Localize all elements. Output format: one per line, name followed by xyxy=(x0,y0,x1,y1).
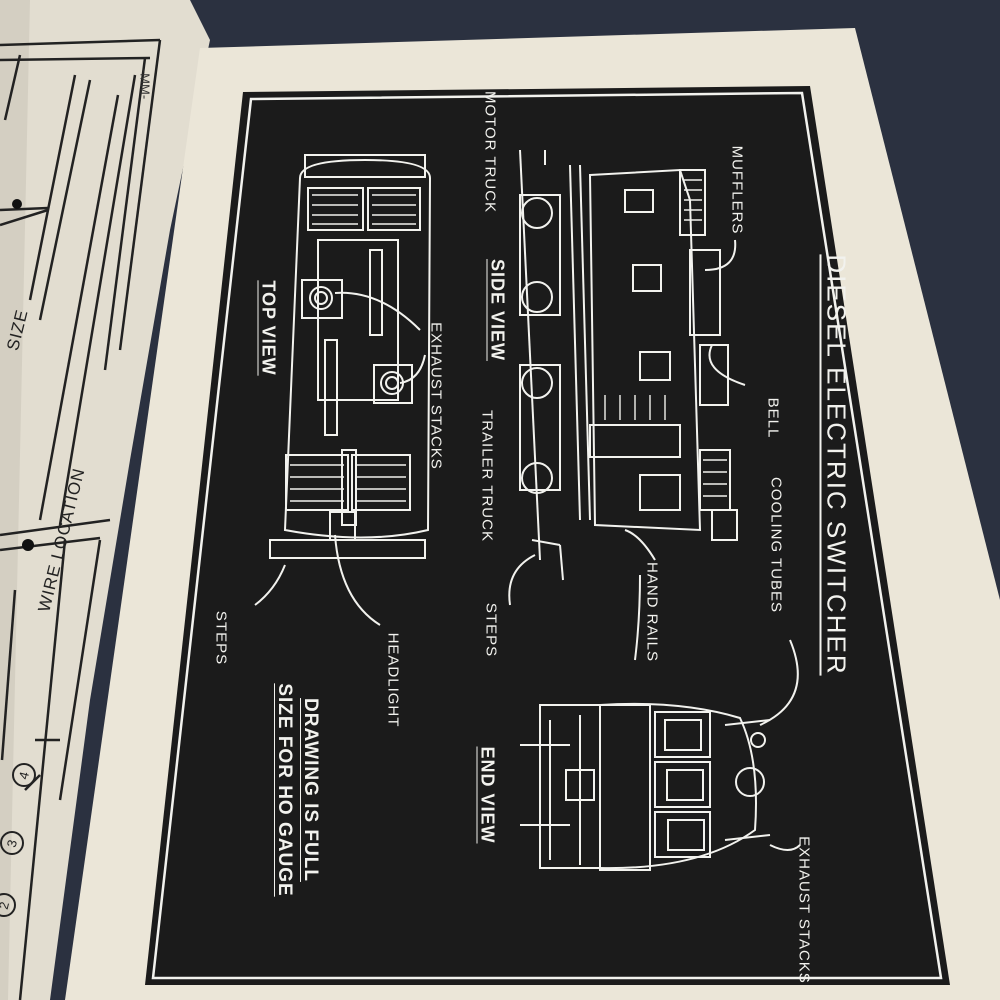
top-view-drawing xyxy=(269,154,432,559)
plate-border xyxy=(151,91,943,980)
exhaust-stacks-end-label: EXHAUST STACKS xyxy=(795,836,813,984)
end-view-drawing xyxy=(520,702,771,871)
side-view-label: SIDE VIEW xyxy=(487,258,508,362)
motor-truck-label: MOTOR TRUCK xyxy=(481,90,499,214)
scale-note-line-1: DRAWING IS FULL xyxy=(300,698,321,882)
blackboard-plate xyxy=(145,86,950,985)
steps-top-label: STEPS xyxy=(212,610,230,666)
end-view-label: END VIEW xyxy=(477,746,498,844)
headlight-label: HEADLIGHT xyxy=(384,632,402,728)
side-view-drawing xyxy=(519,149,738,581)
page-initials: -MM- xyxy=(137,68,153,100)
left-page xyxy=(0,0,210,1000)
steps-side-label: STEPS xyxy=(482,602,500,658)
mufflers-label: MUFFLERS xyxy=(728,145,746,235)
exhaust-stacks-top-label: EXHAUST STACKS xyxy=(427,322,445,470)
scale-note: DRAWING IS FULL SIZE FOR HO GAUGE xyxy=(271,683,323,896)
left-page-diagram xyxy=(0,38,162,1000)
plate-title: DIESEL ELECTRIC SWITCHER xyxy=(821,254,852,676)
cooling-tubes-label: COOLING TUBES xyxy=(767,476,785,614)
top-view-label: TOP VIEW xyxy=(258,280,279,376)
trailer-truck-label: TRAILER TRUCK xyxy=(478,410,496,542)
bell-label: BELL xyxy=(764,397,782,439)
hand-rails-label: HAND RAILS xyxy=(643,561,661,663)
scale-note-line-2: SIZE FOR HO GAUGE xyxy=(274,683,295,897)
